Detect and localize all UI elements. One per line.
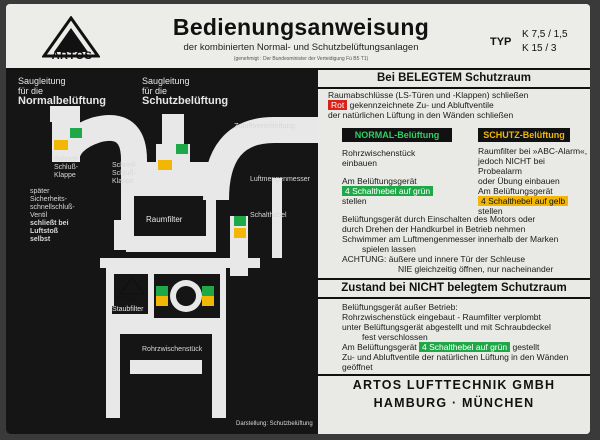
normal-step-4: stellen bbox=[342, 196, 367, 206]
type-label: TYP bbox=[490, 36, 512, 48]
unoccupied-line1: Belüftungsgerät außer Betrieb: bbox=[342, 302, 458, 312]
manufacturer-cities: HAMBURG · MÜNCHEN bbox=[373, 396, 535, 410]
unoccupied-line4: fest verschlossen bbox=[362, 332, 428, 342]
protective-step-1: Raumfilter bei »ABC-Alarm«, bbox=[478, 146, 588, 156]
occupied-line3: der natürlichen Lüftung in den Wänden sc… bbox=[328, 110, 514, 120]
normal-intake-label-line1: Saugleitung bbox=[18, 76, 66, 86]
divider bbox=[318, 297, 590, 299]
normal-step-3: Am Belüftungsgerät bbox=[342, 176, 417, 186]
start-instructions: Belüftungsgerät durch Einschalten des Mo… bbox=[342, 214, 558, 274]
small-logo-text: ARTOS bbox=[116, 297, 137, 303]
safety-valve-line6: Luftstoß bbox=[30, 228, 58, 235]
logo-text: ARTOS bbox=[51, 50, 93, 62]
approval-note: (genehmigt : Der Bundesminister der Vert… bbox=[233, 56, 369, 62]
unoccupied-line5a: Am Belüftungsgerät bbox=[342, 342, 417, 352]
quick-valve-left-label: Schnell- Schluß- Klappe bbox=[54, 156, 79, 180]
instruction-plate: ARTOS Bedienungsanweisung der kombiniert… bbox=[6, 4, 590, 434]
safety-valve-line2: Sicherheits- bbox=[30, 196, 67, 203]
page-title: Bedienungsanweisung bbox=[172, 14, 430, 40]
room-filter-label: Raumfilter bbox=[146, 215, 183, 224]
unoccupied-line7: geöffnet bbox=[342, 362, 373, 372]
unoccupied-instructions: Belüftungsgerät außer Betrieb: Rohrzwisc… bbox=[342, 302, 568, 372]
protective-step-5: stellen bbox=[478, 206, 503, 216]
schutz-intake-label-bold: Schutzbelüftung bbox=[142, 95, 229, 107]
safety-valve-line7: selbst bbox=[30, 236, 51, 243]
yellow-lever-tag: 4 Schalthebel auf gelb bbox=[478, 196, 569, 206]
quick-valve-mid-line1: Schnell- bbox=[112, 162, 138, 169]
start-line4: spielen lassen bbox=[362, 244, 416, 254]
schutz-intake-label-line2: für die bbox=[142, 86, 168, 96]
protective-ventilation-box: SCHUTZ-Belüftung bbox=[478, 128, 570, 142]
quick-valve-mid-line2: Schluß- bbox=[112, 170, 137, 177]
quick-valve-left-line1: Schnell- bbox=[54, 156, 80, 163]
normal-steps: Rohrzwischenstück einbauen Am Belüftungs… bbox=[342, 148, 434, 206]
type-value-2: K 15 / 3 bbox=[522, 43, 557, 54]
occupied-line1: Raumabschlüsse (LS-Türen und -Klappen) s… bbox=[328, 90, 529, 100]
start-line2: durch Drehen der Handkurbel in Betrieb n… bbox=[342, 224, 526, 234]
normal-ventilation-box: NORMAL-Belüftung bbox=[342, 128, 452, 142]
flow-meter-label: Luftmengenmesser bbox=[250, 176, 310, 183]
normal-intake-label-line2: für die bbox=[18, 86, 44, 96]
protective-steps: Raumfilter bei »ABC-Alarm«, jedoch NICHT… bbox=[478, 146, 590, 216]
start-line6: NIE gleichzeitig öffnen, nur nacheinande… bbox=[398, 264, 554, 274]
ventilation-diagram: Saugleitung für die Normalbelüftung Saug… bbox=[6, 70, 318, 434]
dust-filter-label: Staubfilter bbox=[112, 306, 144, 314]
quick-valve-left-line3: Klappe bbox=[54, 172, 76, 179]
divider bbox=[318, 87, 590, 89]
occupied-heading: Bei BELEGTEM Schutzraum bbox=[377, 72, 531, 84]
manufacturer-name: ARTOS LUFTTECHNIK GMBH bbox=[352, 378, 556, 392]
occupied-intro: Raumabschlüsse (LS-Türen und -Klappen) s… bbox=[328, 90, 528, 120]
type-values: K 7,5 / 1,5 K 15 / 3 bbox=[522, 28, 568, 56]
schutz-intake-label-line1: Saugleitung bbox=[142, 76, 190, 86]
red-tag: Rot bbox=[328, 100, 348, 110]
protective-step-2: jedoch NICHT bei Probealarm bbox=[478, 156, 545, 176]
schutz-intake-label: Saugleitung für die Schutzbelüftung bbox=[142, 76, 229, 107]
normal-step-2: einbauen bbox=[342, 158, 377, 168]
zuluft-label: Zuluftverteilleitung bbox=[234, 121, 295, 130]
normal-intake-label: Saugleitung für die Normalbelüftung bbox=[18, 76, 106, 107]
start-line3: Schwimmer am Luftmengenmesser innerhalb … bbox=[342, 234, 559, 244]
pipe-adapter-label: Rohrzwischenstück bbox=[142, 346, 203, 353]
unoccupied-line6: Zu- und Abluftventile der natürlichen Lü… bbox=[342, 352, 569, 362]
normal-intake-label-bold: Normalbelüftung bbox=[18, 95, 106, 107]
safety-valve-line4: Ventil bbox=[30, 212, 48, 219]
unoccupied-line2: Rohrzwischenstück eingebaut - Raumfilter… bbox=[342, 312, 541, 322]
normal-step-1: Rohrzwischenstück bbox=[342, 148, 416, 158]
instructions-panel: Bei BELEGTEM Schutzraum Raumabschlüsse (… bbox=[318, 70, 590, 434]
diagram-caption: Darstellung: Schutzbelüftung bbox=[236, 421, 313, 427]
occupied-line2: gekennzeichnete Zu- und Abluftventile bbox=[349, 100, 494, 110]
type-value-1: K 7,5 / 1,5 bbox=[522, 29, 568, 40]
safety-valve-line3: schnellschluß- bbox=[30, 204, 75, 211]
quick-valve-left-line2: Schluß- bbox=[54, 164, 79, 171]
protective-step-3: oder Übung einbauen bbox=[478, 176, 560, 186]
green-lever-tag: 4 Schalthebel auf grün bbox=[342, 186, 434, 196]
start-line1: Belüftungsgerät durch Einschalten des Mo… bbox=[342, 214, 536, 224]
safety-valve-line1: später bbox=[30, 188, 50, 195]
protective-step-4: Am Belüftungsgerät bbox=[478, 186, 553, 196]
header: ARTOS Bedienungsanweisung der kombiniert… bbox=[6, 4, 590, 70]
safety-valve-label: später Sicherheits- schnellschluß- Venti… bbox=[30, 188, 75, 244]
unoccupied-line3: unter Belüftungsgerät abgestellt und mit… bbox=[342, 322, 551, 332]
start-line5: ACHTUNG: äußere und innere Tür der Schle… bbox=[342, 254, 526, 264]
divider bbox=[318, 278, 590, 280]
safety-valve-line5: schließt bei bbox=[30, 220, 69, 227]
quick-valve-mid-line3: Klappe bbox=[112, 178, 134, 185]
green-lever-tag: 4 Schalthebel auf grün bbox=[419, 342, 511, 352]
ventilation-diagram-drawing bbox=[50, 106, 318, 418]
quick-valve-mid-label: Schnell- Schluß- Klappe bbox=[112, 162, 137, 186]
unoccupied-line5b: gestellt bbox=[512, 342, 540, 352]
divider bbox=[318, 374, 590, 376]
artos-logo-icon bbox=[42, 16, 100, 58]
unoccupied-heading: Zustand bei NICHT belegtem Schutzraum bbox=[341, 282, 567, 294]
switch-lever-label: Schalthebel bbox=[250, 212, 287, 219]
page-subtitle: der kombinierten Normal- und Schutzbelüf… bbox=[183, 42, 419, 53]
